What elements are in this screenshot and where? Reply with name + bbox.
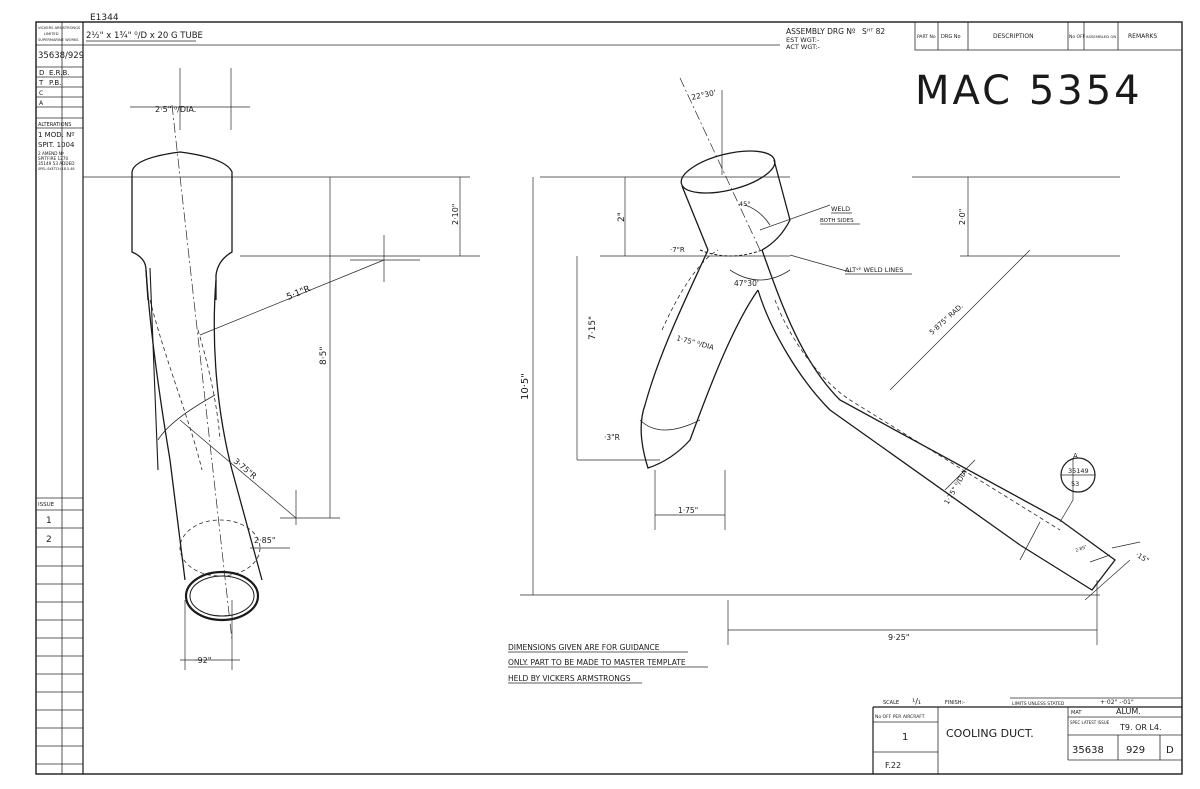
issue-title: ISSUE <box>38 502 55 508</box>
issue-1: 1 <box>46 516 52 526</box>
dim-7-r: ·7"R <box>670 246 685 254</box>
col-part-no: PART No <box>917 34 936 40</box>
approval-letter-c: C <box>39 90 43 97</box>
spec-label: SPEC LATEST ISSUE <box>1070 720 1110 725</box>
no-off-label: No OFF PER AIRCRAFT <box>875 714 925 720</box>
approval-value-d: E.R.B. <box>49 69 70 77</box>
drg-number-a: 35638 <box>1072 745 1104 756</box>
dim-3-75-r: 3·75"R <box>232 457 259 482</box>
dim-5-875-rad: 5·875" RAD. <box>928 302 965 336</box>
drg-number-c: D <box>1166 745 1174 756</box>
left-view <box>83 68 480 670</box>
col-remarks: REMARKS <box>1128 33 1157 40</box>
both-sides-label: BOTH SIDES <box>820 218 854 224</box>
dim-92: ·92" <box>195 656 211 665</box>
alteration-2: SPIT. 1004 <box>38 141 75 149</box>
act-weight: ACT WGT:- <box>786 43 821 51</box>
dim-2-85-b: 2·85" <box>1075 544 1088 554</box>
note-line-3: HELD BY VICKERS ARMSTRONGS <box>508 674 631 683</box>
alteration-3: 2 AMEND Nº <box>38 151 64 156</box>
company-line-2: LIMITED <box>44 32 59 36</box>
dim-8-5: 8·5" <box>319 347 329 365</box>
dim-1-75: 1·75" <box>678 506 698 515</box>
dim-2: 2" <box>617 212 627 222</box>
dim-2-10: 2·10" <box>451 204 460 226</box>
mat-value: ALUM. <box>1116 707 1141 716</box>
weld-label: WELD <box>831 205 850 213</box>
approval-value-t: P.B. <box>49 79 61 87</box>
col-drg-no: DRG No <box>941 34 961 40</box>
dim-angle-22-30: 22°30' <box>691 88 717 102</box>
approval-letter-d: D <box>39 69 44 77</box>
finish-label: FINISH:- <box>945 700 965 706</box>
title-block-frame <box>872 697 1182 774</box>
ref-part-number: 35149 <box>1068 467 1089 475</box>
tolerance-value: +·02" -·01" <box>1100 699 1134 706</box>
dim-angle-45: 45° <box>739 200 751 208</box>
ref-flag: A <box>1073 452 1078 460</box>
drawing-ref: 35638/929 <box>38 51 84 61</box>
dim-9-25: 9·25" <box>888 633 910 642</box>
alterations-title: ALTERATIONS <box>38 122 71 128</box>
scale-value: ¹/₁ <box>912 697 921 706</box>
alt-weld-label: ALTᵛᴱ WELD LINES <box>845 266 903 274</box>
scale-label: SCALE <box>883 700 899 706</box>
company-line-1: VICKERS ARMSTRONGS <box>38 26 81 30</box>
dim-1-75-dia-b: 1·75" ⁰/DIA <box>943 469 969 506</box>
ref-drg-number: 53 <box>1071 480 1079 488</box>
note-line-1: DIMENSIONS GIVEN ARE FOR GUIDANCE <box>508 643 660 652</box>
stock-note: E1344 <box>90 13 119 23</box>
tolerance-label: LIMITS UNLESS STATED <box>1012 701 1065 707</box>
tube-spec: 2½" x 1¾" ⁰/D x 20 G TUBE <box>86 31 203 41</box>
est-weight: EST WGT:- <box>786 36 820 44</box>
alteration-6: SPEL.SKETCH.18.5.48 <box>38 167 75 171</box>
dim-10-5: 10·5" <box>520 373 531 400</box>
sheet-number: Sᴴᵀ 82 <box>862 27 885 36</box>
drawing-number: MAC 5354 <box>915 68 1143 114</box>
dim-1-75-dia-a: 1·75" ⁰/DIA <box>675 334 714 352</box>
dim-2-85: 2·85" <box>254 536 276 545</box>
issue-2: 2 <box>46 535 52 545</box>
alteration-4: SPITFIRE 1270 <box>38 156 68 161</box>
no-off-value: 1 <box>902 732 908 743</box>
alteration-1: 1 MOD. Nº <box>38 131 75 139</box>
sheet-border <box>35 21 1183 775</box>
alteration-5: 35149 53 ADDED <box>38 161 75 166</box>
spec-value: T9. OR L4. <box>1119 723 1162 732</box>
right-view <box>520 77 1141 645</box>
drg-number-b: 929 <box>1126 745 1145 756</box>
col-assembled-on: ASSEMBLED ON <box>1086 34 1116 39</box>
dim-3-r: ·3"R <box>604 433 620 442</box>
f-reference: F.22 <box>885 761 901 770</box>
dim-2-5-dia: 2·5" ⁰/DIA. <box>155 105 196 114</box>
dim-15: ·15" <box>1134 551 1150 565</box>
note-line-2: ONLY. PART TO BE MADE TO MASTER TEMPLATE <box>508 658 686 667</box>
dim-2-0: 2·0" <box>958 209 967 225</box>
dim-7-15: 7·15" <box>588 316 598 340</box>
assembly-label: ASSEMBLY DRG Nº <box>786 27 856 36</box>
approval-letter-a: A <box>39 100 44 107</box>
part-title: COOLING DUCT. <box>946 727 1034 740</box>
dim-5-1-r: 5·1"R <box>285 284 312 303</box>
col-no-off: No OFF <box>1069 34 1086 40</box>
approval-letter-t: T <box>38 79 44 87</box>
mat-label: MAT <box>1071 710 1082 716</box>
col-description: DESCRIPTION <box>993 33 1034 40</box>
dim-angle-47-30: 47°30' <box>734 279 759 288</box>
company-line-3: SUPERMARINE WORKS <box>38 38 79 42</box>
header-table <box>914 21 1183 51</box>
